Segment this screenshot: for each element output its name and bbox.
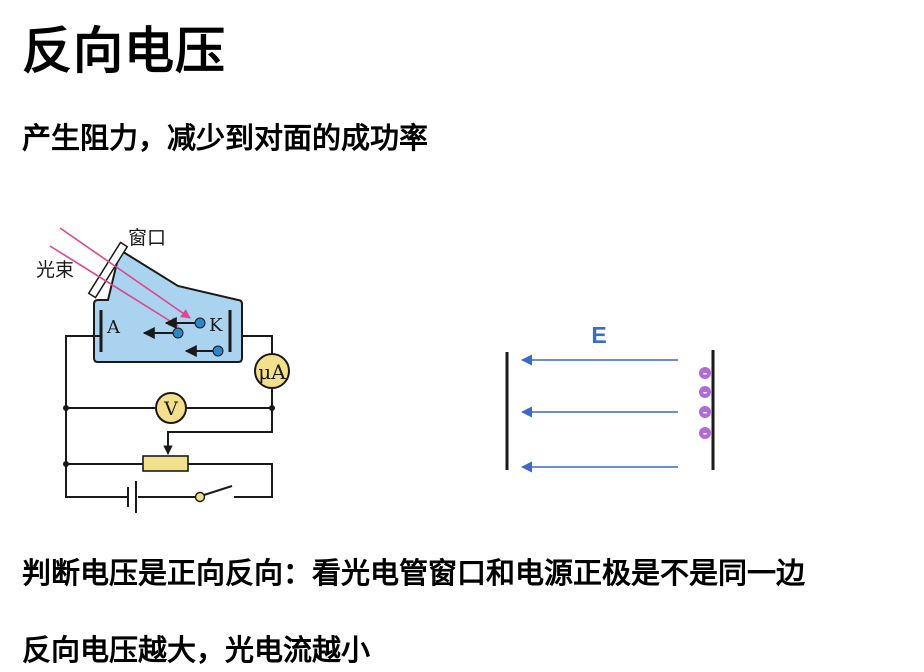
switch (194, 485, 233, 503)
light-beam (49, 227, 191, 327)
charge-sign: - (703, 427, 708, 440)
field-lines (520, 354, 678, 473)
direction-rule: 判断电压是正向反向：看光电管窗口和电源正极是不是同一边 (22, 556, 806, 590)
page-title: 反向电压 (22, 22, 226, 80)
effect-rule: 反向电压越大，光电流越小 (22, 633, 371, 667)
electrons (142, 317, 224, 357)
charge-sign: - (703, 386, 708, 399)
voltmeter-label: V (163, 398, 178, 420)
field-diagram: E - - - - (505, 322, 715, 473)
microammeter-label: μA (258, 360, 286, 384)
voltmeter: V (155, 392, 187, 424)
tube-window (87, 241, 129, 299)
battery (127, 481, 137, 513)
microammeter: μA (254, 353, 290, 389)
negative-charges: - - - - (699, 367, 711, 440)
cathode-label: K (209, 315, 223, 336)
beam-label: 光束 (36, 259, 74, 281)
subtitle: 产生阻力，减少到对面的成功率 (22, 121, 429, 155)
field-label: E (591, 322, 606, 348)
rheostat (142, 455, 189, 472)
charge-sign: - (703, 367, 708, 380)
charge-sign: - (703, 406, 708, 419)
anode-label: A (106, 317, 121, 338)
photoelectric-circuit: μA V 窗口 光束 A K (36, 227, 290, 513)
window-label: 窗口 (128, 227, 166, 249)
